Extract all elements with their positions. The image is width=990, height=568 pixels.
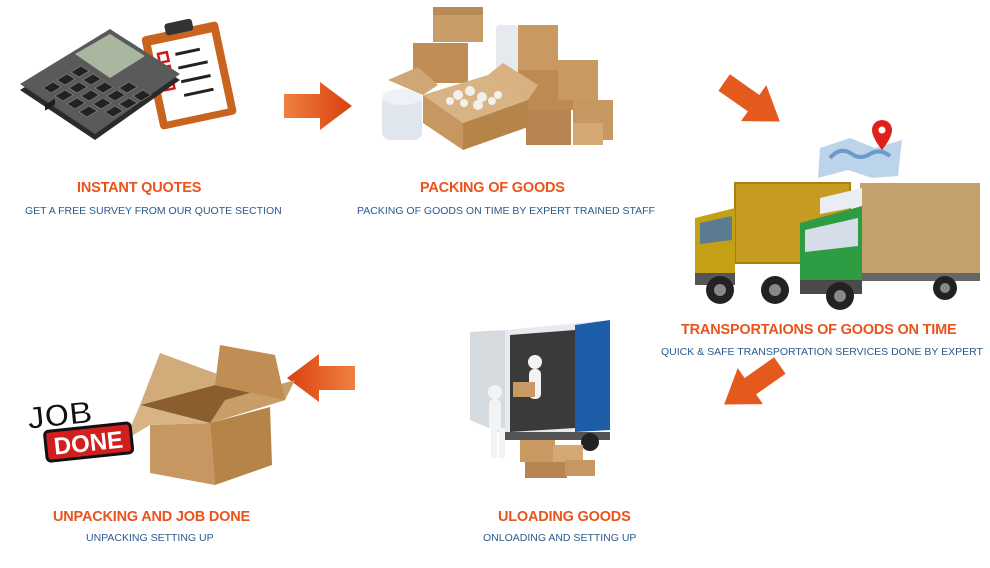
- calculator-clipboard-illustration: [15, 10, 240, 140]
- calculator-icon: [20, 29, 180, 140]
- step-5-subtitle: UNPACKING SETTING UP: [86, 532, 214, 544]
- step-4-subtitle: ONLOADING AND SETTING UP: [483, 532, 637, 544]
- step-1-title: INSTANT QUOTES: [77, 180, 202, 196]
- arrow-down-left-icon: [712, 355, 792, 420]
- step-3-title: TRANSPORTAIONS OF GOODS ON TIME: [681, 322, 957, 338]
- step-5-title: UNPACKING AND JOB DONE: [53, 509, 250, 525]
- arrow-left-icon: [285, 352, 357, 409]
- truck-icon: [690, 178, 985, 313]
- job-done-badge: JOB DONE: [22, 390, 137, 465]
- step-4-title: ULOADING GOODS: [498, 509, 631, 525]
- step-3-subtitle: QUICK & SAFE TRANSPORTATION SERVICES DON…: [661, 346, 983, 358]
- map-pin-icon: [810, 118, 910, 180]
- step-2-title: PACKING OF GOODS: [420, 180, 565, 196]
- arrow-down-right-icon: [712, 72, 792, 137]
- movers-icon: [465, 320, 615, 480]
- arrow-right-icon: [282, 80, 354, 137]
- step-2-subtitle: PACKING OF GOODS ON TIME BY EXPERT TRAIN…: [357, 205, 655, 217]
- step-1-subtitle: GET A FREE SURVEY FROM OUR QUOTE SECTION: [25, 205, 282, 217]
- open-box-icon: [120, 345, 300, 490]
- boxes-icon: [378, 5, 618, 155]
